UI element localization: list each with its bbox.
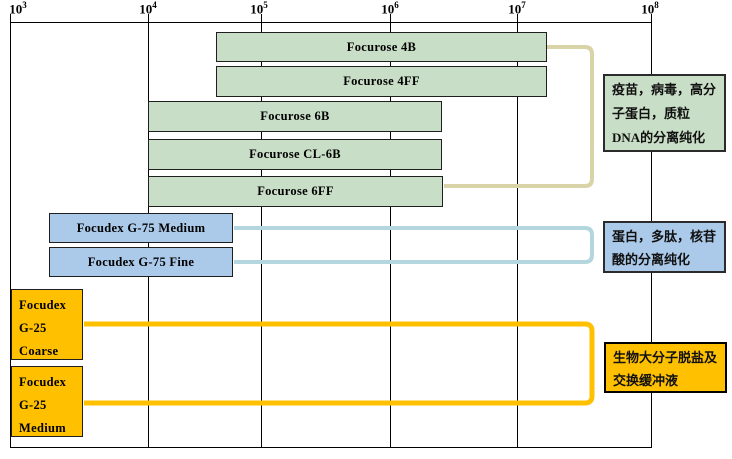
axis-tick-label-1e6: 106 bbox=[381, 0, 399, 17]
focudex-g75-fine-bar: Focudex G-75 Fine bbox=[49, 247, 233, 277]
axis-tick-label-1e5: 105 bbox=[250, 0, 268, 17]
focudex-g25-medium-bar: Focudex G-25 Medium bbox=[11, 366, 83, 437]
axis-tick-label-1e3: 103 bbox=[9, 0, 27, 17]
axis-tick-1e7 bbox=[517, 14, 518, 22]
axis-tick-label-1e4: 104 bbox=[139, 0, 157, 17]
axis-tick-1e8 bbox=[651, 14, 652, 22]
axis-tick-label-1e8: 108 bbox=[641, 0, 659, 17]
focurose-6ff-bar: Focurose 6FF bbox=[148, 176, 443, 207]
annotation-agarose-applications: 疫苗，病毒，高分子蛋白，质粒DNA的分离纯化 bbox=[603, 74, 726, 152]
focurose-4b-bar: Focurose 4B bbox=[216, 32, 547, 62]
focudex-g75-medium-bar: Focudex G-75 Medium bbox=[49, 213, 233, 243]
axis-tick-1e3 bbox=[10, 14, 11, 22]
axis-tick-1e5 bbox=[261, 14, 262, 22]
annotation-g25-applications: 生物大分子脱盐及交换缓冲液 bbox=[604, 342, 727, 393]
axis-tick-1e6 bbox=[390, 14, 391, 22]
axis-tick-1e4 bbox=[148, 14, 149, 22]
focurose-4ff-bar: Focurose 4FF bbox=[216, 66, 547, 97]
annotation-g75-applications: 蛋白，多肽，核苷酸的分离纯化 bbox=[603, 221, 726, 273]
axis-tick-label-1e7: 107 bbox=[508, 0, 526, 17]
focurose-6b-bar: Focurose 6B bbox=[148, 101, 442, 132]
focurose-cl6b-bar: Focurose CL-6B bbox=[148, 139, 442, 170]
focudex-g25-coarse-bar: Focudex G-25 Coarse bbox=[11, 289, 83, 360]
